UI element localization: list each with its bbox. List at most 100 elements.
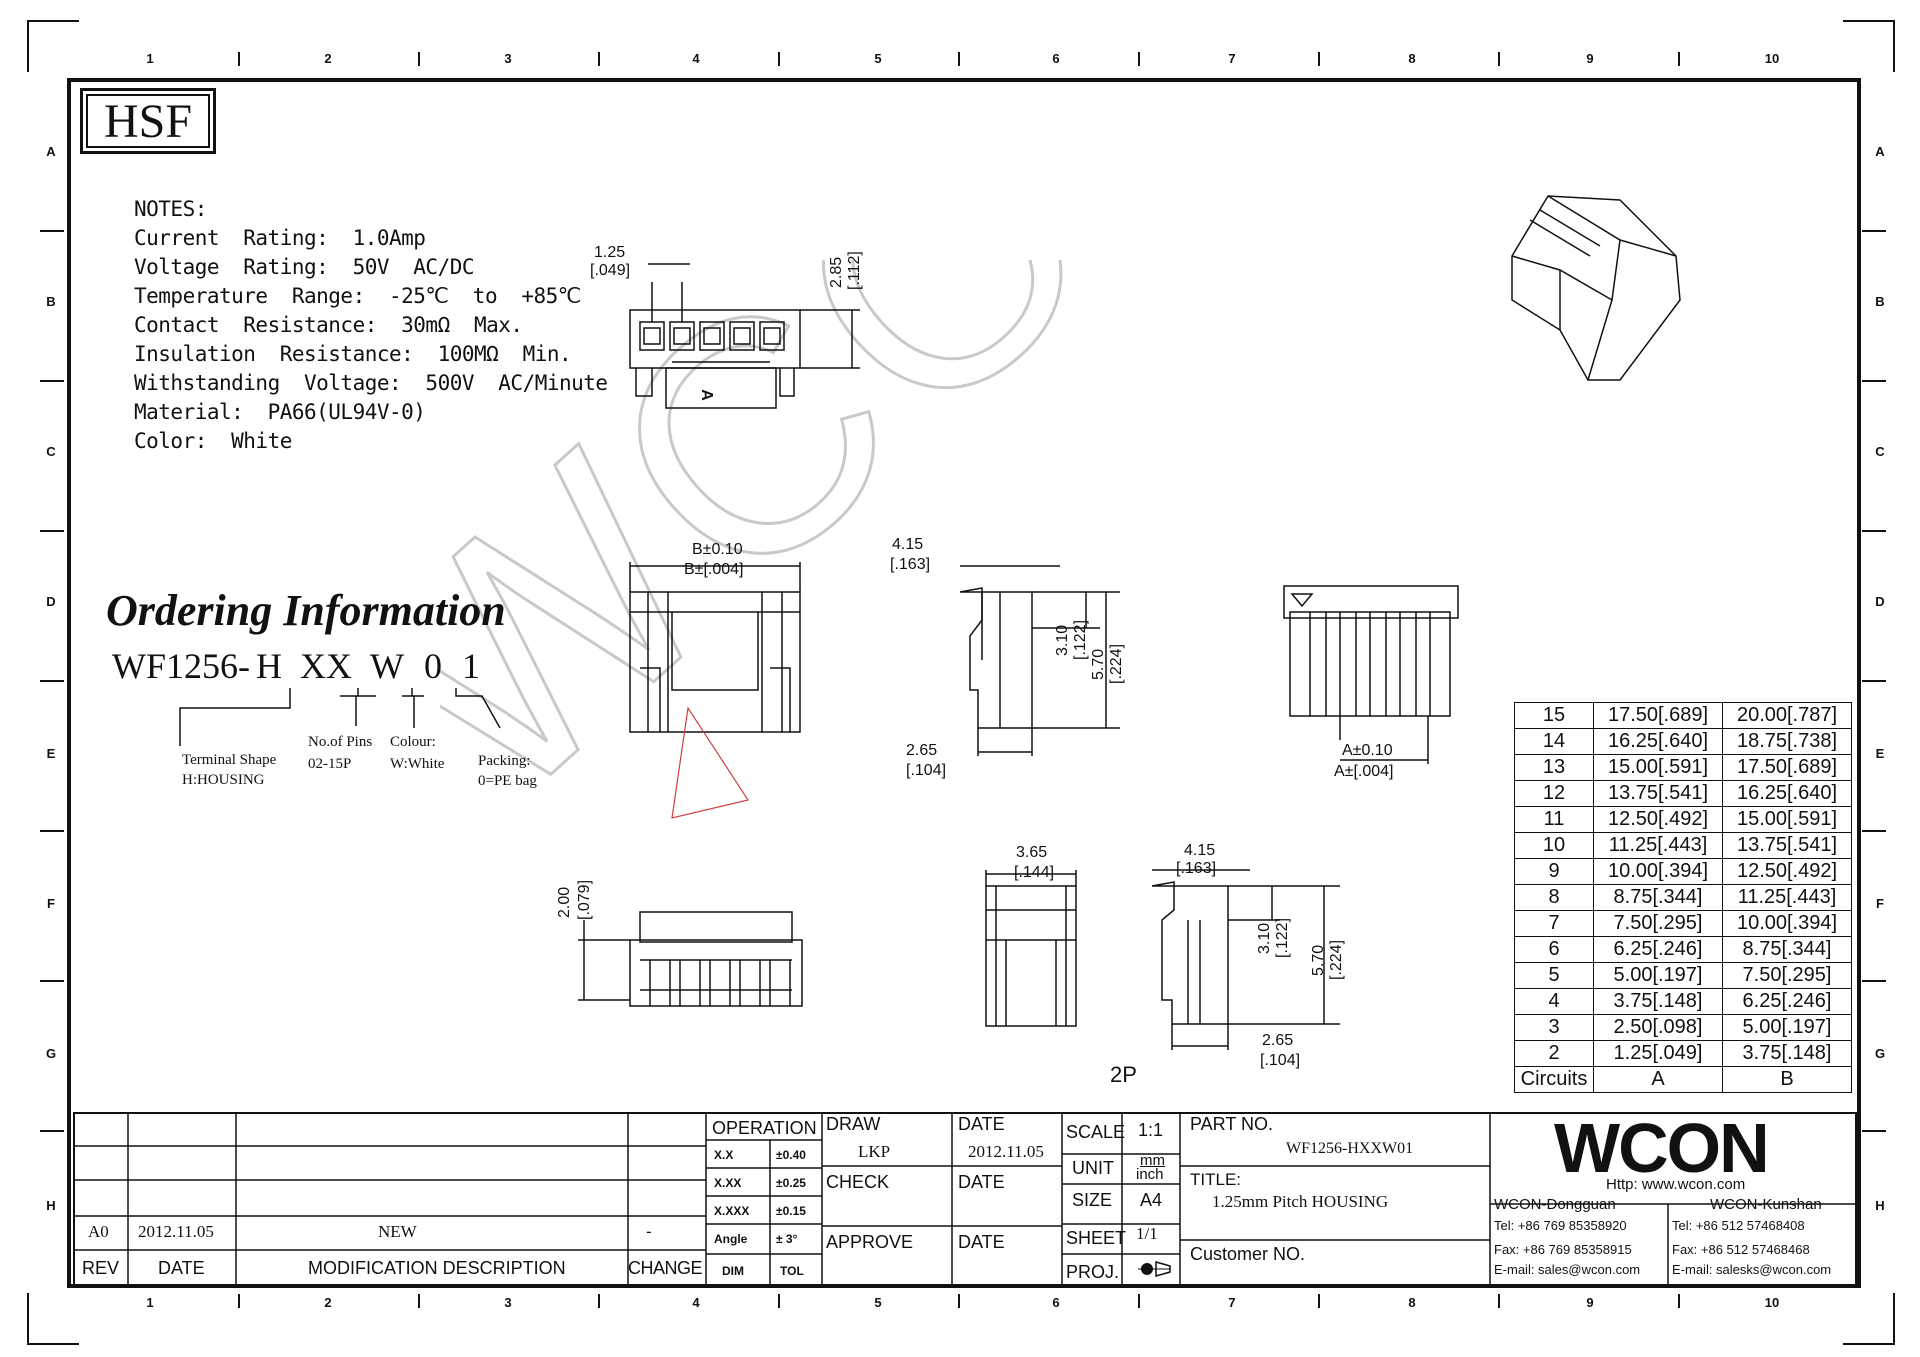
- approve-label: APPROVE: [826, 1232, 914, 1252]
- zone-tick: [1862, 380, 1886, 382]
- zone-row-label: H: [1875, 1198, 1885, 1213]
- tol-label: TOL: [780, 1264, 804, 1278]
- dongguan-office: WCON-Dongguan: [1494, 1196, 1616, 1213]
- size-value: A4: [1140, 1190, 1163, 1210]
- terminal-shape-label: Terminal Shape: [182, 752, 277, 768]
- zone-row-label: E: [46, 746, 56, 761]
- kunshan-email: E-mail: salesks@wcon.com: [1672, 1262, 1832, 1277]
- tolerance-dim: Angle: [714, 1232, 748, 1246]
- zone-tick: [1138, 52, 1140, 66]
- part-no-value: WF1256-HXXW01: [1286, 1140, 1414, 1157]
- dim-049: [.049]: [590, 262, 631, 279]
- title-value: 1.25mm Pitch HOUSING: [1212, 1192, 1389, 1211]
- zone-tick: [1498, 52, 1500, 66]
- rev-description: NEW: [378, 1222, 417, 1241]
- change-label: CHANGE: [628, 1258, 703, 1278]
- circuit-count-cell: 10: [1514, 832, 1594, 859]
- dim-2-65: 2.65: [906, 742, 938, 759]
- zone-column-label: 4: [692, 1295, 700, 1310]
- zone-row-label: B: [46, 294, 56, 309]
- zone-row-label: A: [1875, 144, 1885, 159]
- zone-column-label: 2: [324, 51, 332, 66]
- title-block: [73, 1112, 1857, 1286]
- dimension-b-cell: 8.75[.344]: [1722, 936, 1852, 963]
- zone-row-label: C: [1875, 444, 1885, 459]
- zone-tick: [1498, 1294, 1500, 1308]
- note-insulation-resistance: Insulation Resistance: 100MΩ Min.: [134, 342, 572, 366]
- rev-label: REV: [82, 1258, 120, 1278]
- dimension-a-cell: A: [1593, 1066, 1723, 1093]
- zone-row-label: A: [46, 144, 56, 159]
- hsf-logo-text: HSF: [86, 94, 210, 148]
- zone-column-label: 1: [146, 1295, 154, 1310]
- dongguan-tel: Tel: +86 769 85358920: [1494, 1218, 1627, 1233]
- top-view: [629, 263, 860, 409]
- zone-column-label: 7: [1228, 1295, 1236, 1310]
- zone-column-label: 3: [504, 51, 512, 66]
- tolerance-dim: X.XXX: [714, 1204, 750, 1218]
- sheet-value: 1/1: [1136, 1224, 1158, 1243]
- zone-column-label: 2: [324, 1295, 332, 1310]
- zone-tick: [1862, 980, 1886, 982]
- dimension-a-cell: 1.25[.049]: [1593, 1040, 1723, 1067]
- zone-row-label: D: [46, 594, 56, 609]
- corner-mark-bl: [27, 1293, 79, 1345]
- pins-label: No.of Pins: [308, 734, 373, 750]
- scale-value: 1:1: [1138, 1120, 1164, 1140]
- zone-tick: [40, 230, 64, 232]
- check-label: CHECK: [826, 1172, 890, 1192]
- zone-tick: [40, 530, 64, 532]
- dim-144: [.144]: [1014, 864, 1055, 881]
- zone-tick: [1138, 1294, 1140, 1308]
- zone-row-label: H: [46, 1198, 56, 1213]
- zone-row-label: G: [45, 1046, 57, 1061]
- dimension-b-cell: 12.50[.492]: [1722, 858, 1852, 885]
- dimension-a-cell: 11.25[.443]: [1593, 832, 1723, 859]
- unit-mm: mm: [1140, 1152, 1165, 1169]
- zone-column-label: 7: [1228, 51, 1236, 66]
- zone-row-label: D: [1875, 594, 1885, 609]
- circuit-count-cell: 12: [1514, 780, 1594, 807]
- zone-column-label: 9: [1586, 1295, 1594, 1310]
- zone-column-label: 6: [1052, 1295, 1060, 1310]
- front-view: [629, 562, 801, 733]
- unit-label: UNIT: [1072, 1158, 1114, 1178]
- side-view-1: [959, 565, 1120, 756]
- front-view-2p: [985, 870, 1077, 1027]
- notes-heading: NOTES:: [134, 197, 207, 221]
- dim-4-15-2p: 4.15: [1184, 842, 1216, 859]
- part-no-label: PART NO.: [1190, 1114, 1274, 1134]
- zone-column-label: 3: [504, 1295, 512, 1310]
- red-annotation: [671, 706, 749, 819]
- rev-change: -: [646, 1222, 652, 1241]
- dim-104-2p: [.104]: [1260, 1052, 1301, 1069]
- modification-label: MODIFICATION DESCRIPTION: [308, 1258, 566, 1278]
- proj-label: PROJ.: [1066, 1262, 1120, 1282]
- ordering-prefix: WF1256-: [112, 646, 250, 686]
- date-label-3: DATE: [958, 1232, 1005, 1252]
- note-temperature-range: Temperature Range: -25℃ to +85℃: [134, 284, 581, 308]
- dimension-b-cell: 17.50[.689]: [1722, 754, 1852, 781]
- zone-column-label: 8: [1408, 1295, 1416, 1310]
- dim-b-tol: B±0.10: [692, 541, 743, 558]
- dimension-a-cell: 13.75[.541]: [1593, 780, 1723, 807]
- packing-value: 0=PE bag: [478, 773, 537, 789]
- code-terminal: H: [256, 646, 282, 686]
- tolerance-dim: X.XX: [714, 1176, 742, 1190]
- dimension-b-cell: 20.00[.787]: [1722, 702, 1852, 729]
- zone-row-label: F: [1876, 896, 1884, 911]
- zone-tick: [1318, 52, 1320, 66]
- side-view-2p: [1151, 869, 1340, 1050]
- zone-tick: [1678, 52, 1680, 66]
- colour-label: Colour:: [390, 734, 436, 750]
- zone-tick: [238, 52, 240, 66]
- label-terminal-shape: Terminal Shape H:HOUSING: [182, 750, 276, 790]
- dimension-a-cell: 10.00[.394]: [1593, 858, 1723, 885]
- kunshan-fax: Fax: +86 512 57468468: [1672, 1242, 1810, 1257]
